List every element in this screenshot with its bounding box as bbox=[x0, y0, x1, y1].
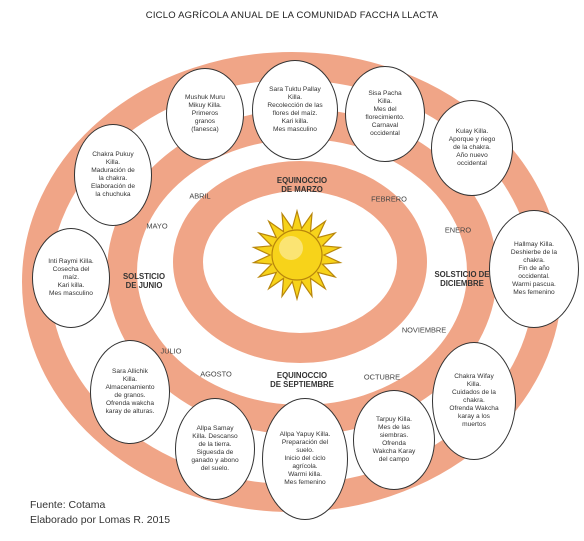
moon-hallmay: Hallmay Killa. Deshierbe de la chakra. F… bbox=[489, 210, 579, 328]
moon-sara-allichik: Sara Allichik Killa. Almacenamiento de g… bbox=[90, 340, 170, 444]
event-solstice-december: SOLSTICIO DE DICIEMBRE bbox=[434, 270, 490, 288]
month-octubre: OCTUBRE bbox=[363, 372, 401, 382]
event-equinox-september: EQUINOCCIO DE SEPTIEMBRE bbox=[270, 371, 334, 389]
month-enero: ENERO bbox=[444, 225, 472, 235]
month-mayo: MAYO bbox=[146, 221, 168, 231]
event-equinox-march: EQUINOCCIO DE MARZO bbox=[276, 176, 328, 194]
moon-allpa-yapuy: Allpa Yapuy Killa. Preparación del suelo… bbox=[262, 398, 348, 520]
month-abril: ABRIL bbox=[189, 191, 211, 201]
footer-source: Fuente: Cotama bbox=[30, 499, 106, 511]
moon-allpa-samay: Allpa Samay Killa. Descanso de la tierra… bbox=[175, 398, 255, 500]
moon-tarpuy: Tarpuy Killa. Mes de las siembras. Ofren… bbox=[353, 390, 435, 490]
sun-icon bbox=[251, 208, 343, 302]
month-noviembre: NOVIEMBRE bbox=[401, 325, 447, 335]
diagram-title: CICLO AGRÍCOLA ANUAL DE LA COMUNIDAD FAC… bbox=[145, 10, 439, 21]
moon-inti-raymi: Inti Raymi Killa. Cosecha del maíz. Kari… bbox=[32, 228, 110, 328]
moon-kulay: Kulay Killa. Aporque y riego de la chakr… bbox=[431, 100, 513, 196]
moon-sara-tuktu: Sara Tuktu Pallay Killa. Recolección de … bbox=[252, 60, 338, 160]
moon-chakra-pukuy: Chakra Pukuy Killa. Maduración de la cha… bbox=[74, 124, 152, 226]
event-solstice-june: SOLSTICIO DE JUNIO bbox=[122, 272, 166, 290]
inner-ring bbox=[173, 161, 427, 363]
footer-author: Elaborado por Lomas R. 2015 bbox=[30, 514, 171, 526]
moon-mushuk-muru: Mushuk Muru Mikuy Killa. Primeros granos… bbox=[166, 68, 244, 160]
month-agosto: AGOSTO bbox=[200, 369, 232, 379]
month-febrero: FEBRERO bbox=[371, 194, 407, 204]
moon-chakra-wifay: Chakra Wifay Killa. Cuidados de la chakr… bbox=[432, 342, 516, 460]
moon-sisa-pacha: Sisa Pacha Killa. Mes del florecimiento.… bbox=[345, 66, 425, 162]
month-julio: JULIO bbox=[160, 346, 182, 356]
